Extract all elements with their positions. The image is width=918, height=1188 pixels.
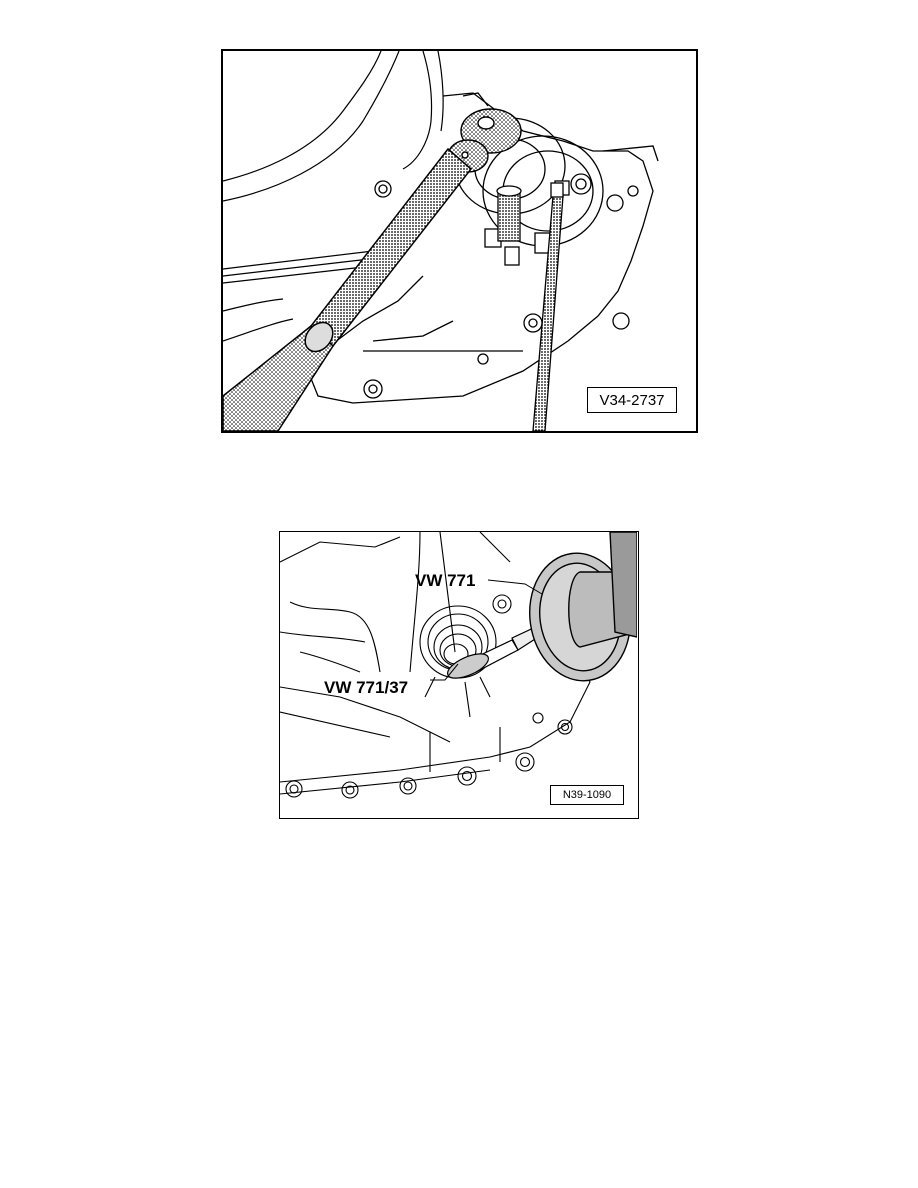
- figure-id-label: V34-2737: [587, 387, 677, 413]
- figure-id-label: N39-1090: [550, 785, 624, 805]
- seal-driver-drawing: [280, 532, 637, 799]
- figure-torque-wrench-illustration: V34-2737: [221, 49, 698, 433]
- transmission-wrench-drawing: [223, 51, 659, 431]
- figure-seal-installation-illustration: VW 771 VW 771/37 N39-1090: [279, 531, 639, 819]
- callout-vw-771-37: VW 771/37: [324, 678, 409, 697]
- callout-vw-771: VW 771: [415, 571, 476, 590]
